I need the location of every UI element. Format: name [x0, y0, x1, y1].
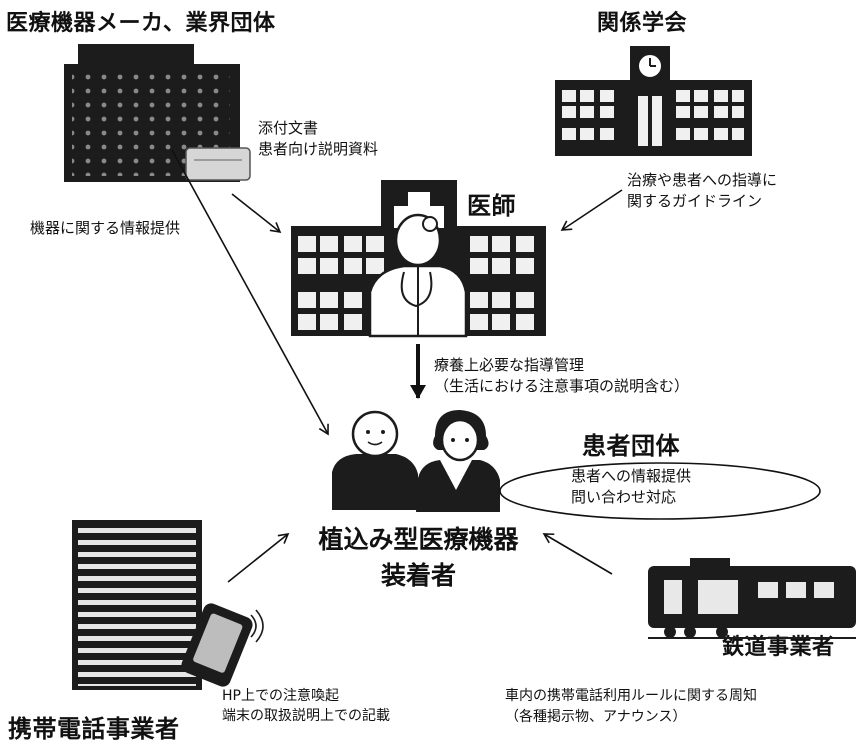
connectors — [171, 149, 821, 583]
patient-group-services-note: 患者への情報提供 問い合わせ対応 — [571, 466, 691, 508]
manufacturer-to-doctor-arrow — [231, 193, 282, 234]
patient-group-title: 患者団体 — [582, 432, 680, 460]
manufacturer-docs-note: 添付文書 患者向け説明資料 — [258, 118, 378, 160]
patient-couple-icon — [332, 410, 500, 512]
train-icon — [648, 558, 856, 639]
university-building-icon — [555, 46, 752, 156]
manufacturer-info-note: 機器に関する情報提供 — [30, 219, 181, 237]
note-line: （生活における注意事項の説明含む） — [434, 377, 690, 395]
academic-to-doctor-arrow — [560, 189, 623, 231]
railway-to-wearer-arrow — [542, 533, 613, 575]
office-building-icon — [64, 44, 251, 182]
note-line: 問い合わせ対応 — [571, 488, 677, 506]
note-line: 患者向け説明資料 — [258, 140, 379, 158]
mobile-to-wearer-arrow — [227, 532, 290, 583]
mobile-notice-note: HP上での注意喚起 端末の取扱説明上での記載 — [222, 686, 390, 726]
note-line: 車内の携帯電話利用ルールに関する周知 — [505, 688, 757, 704]
academic-title: 関係学会 — [597, 11, 688, 36]
railway-title: 鉄道事業者 — [722, 635, 835, 660]
document-icon — [185, 147, 251, 181]
wearer-title-line2: 装着者 — [380, 561, 456, 590]
academic-guideline-note: 治療や患者への指導に 関するガイドライン — [627, 170, 777, 212]
manufacturer-to-wearer-arrow — [171, 149, 329, 436]
doctor-title: 医師 — [467, 192, 516, 220]
wearer-title: 植込み型医療機器 装着者 — [296, 522, 541, 594]
office-building-dark-icon — [72, 520, 202, 690]
mobile-title: 携帯電話事業者 — [8, 715, 180, 743]
note-line: HP上での注意喚起 — [222, 688, 339, 704]
note-line: 端末の取扱説明上での記載 — [222, 708, 390, 724]
railway-notice-note: 車内の携帯電話利用ルールに関する周知 （各種掲示物、アナウンス） — [505, 686, 757, 728]
note-line: 療養上必要な指導管理 — [434, 356, 585, 374]
note-line: 関するガイドライン — [627, 192, 763, 210]
patient-group-support-loop — [499, 462, 821, 520]
manufacturer-title: 医療機器メーカ、業界団体 — [6, 11, 276, 36]
smartphone-icon — [181, 603, 264, 687]
doctor-guidance-note: 療養上必要な指導管理 （生活における注意事項の説明含む） — [434, 355, 689, 397]
note-line: （各種掲示物、アナウンス） — [505, 709, 687, 725]
wearer-title-line1: 植込み型医療機器 — [318, 525, 519, 554]
note-line: 治療や患者への指導に — [627, 171, 778, 189]
note-line: 添付文書 — [258, 119, 319, 137]
note-line: 患者への情報提供 — [571, 467, 692, 485]
hospital-doctor-icon — [291, 180, 546, 338]
